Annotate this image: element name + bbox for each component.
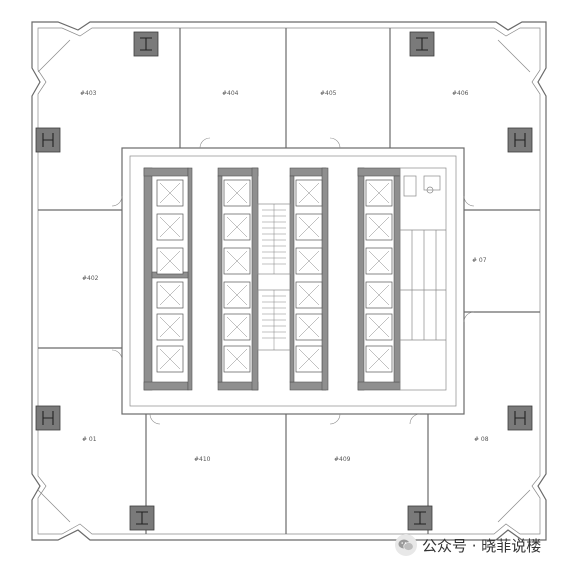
- room-label-409: #409: [334, 456, 351, 463]
- room-label-408: # 08: [474, 436, 489, 443]
- column-mark: [140, 37, 152, 51]
- column-mark: [514, 411, 526, 425]
- room-label-406: #406: [452, 90, 469, 97]
- room-label-410: #410: [194, 456, 211, 463]
- watermark: 公众号 · 晓菲说楼: [395, 533, 541, 557]
- room-label-405: #405: [320, 90, 337, 97]
- column-mark: [42, 411, 54, 425]
- core-right: [357, 167, 447, 391]
- room-label-402: #402: [82, 275, 99, 282]
- column-mark: [414, 511, 426, 525]
- tenant-partitions: [38, 28, 540, 534]
- elevators: [156, 179, 393, 373]
- column-mark: [136, 511, 148, 525]
- column-mark: [416, 37, 428, 51]
- core-left: [143, 167, 329, 391]
- watermark-text: 公众号 · 晓菲说楼: [422, 536, 542, 555]
- wechat-icon: [395, 534, 417, 556]
- outer-perimeter: [31, 21, 547, 541]
- column-mark: [514, 133, 526, 147]
- columns: [35, 31, 533, 531]
- room-label-404: #404: [222, 90, 239, 97]
- room-label-403: #403: [80, 90, 97, 97]
- column-mark: [42, 133, 54, 147]
- corridor-ring: [121, 147, 465, 415]
- room-label-407: # 07: [472, 257, 487, 264]
- room-label-401: # 01: [82, 436, 97, 443]
- structural-column: [409, 31, 435, 57]
